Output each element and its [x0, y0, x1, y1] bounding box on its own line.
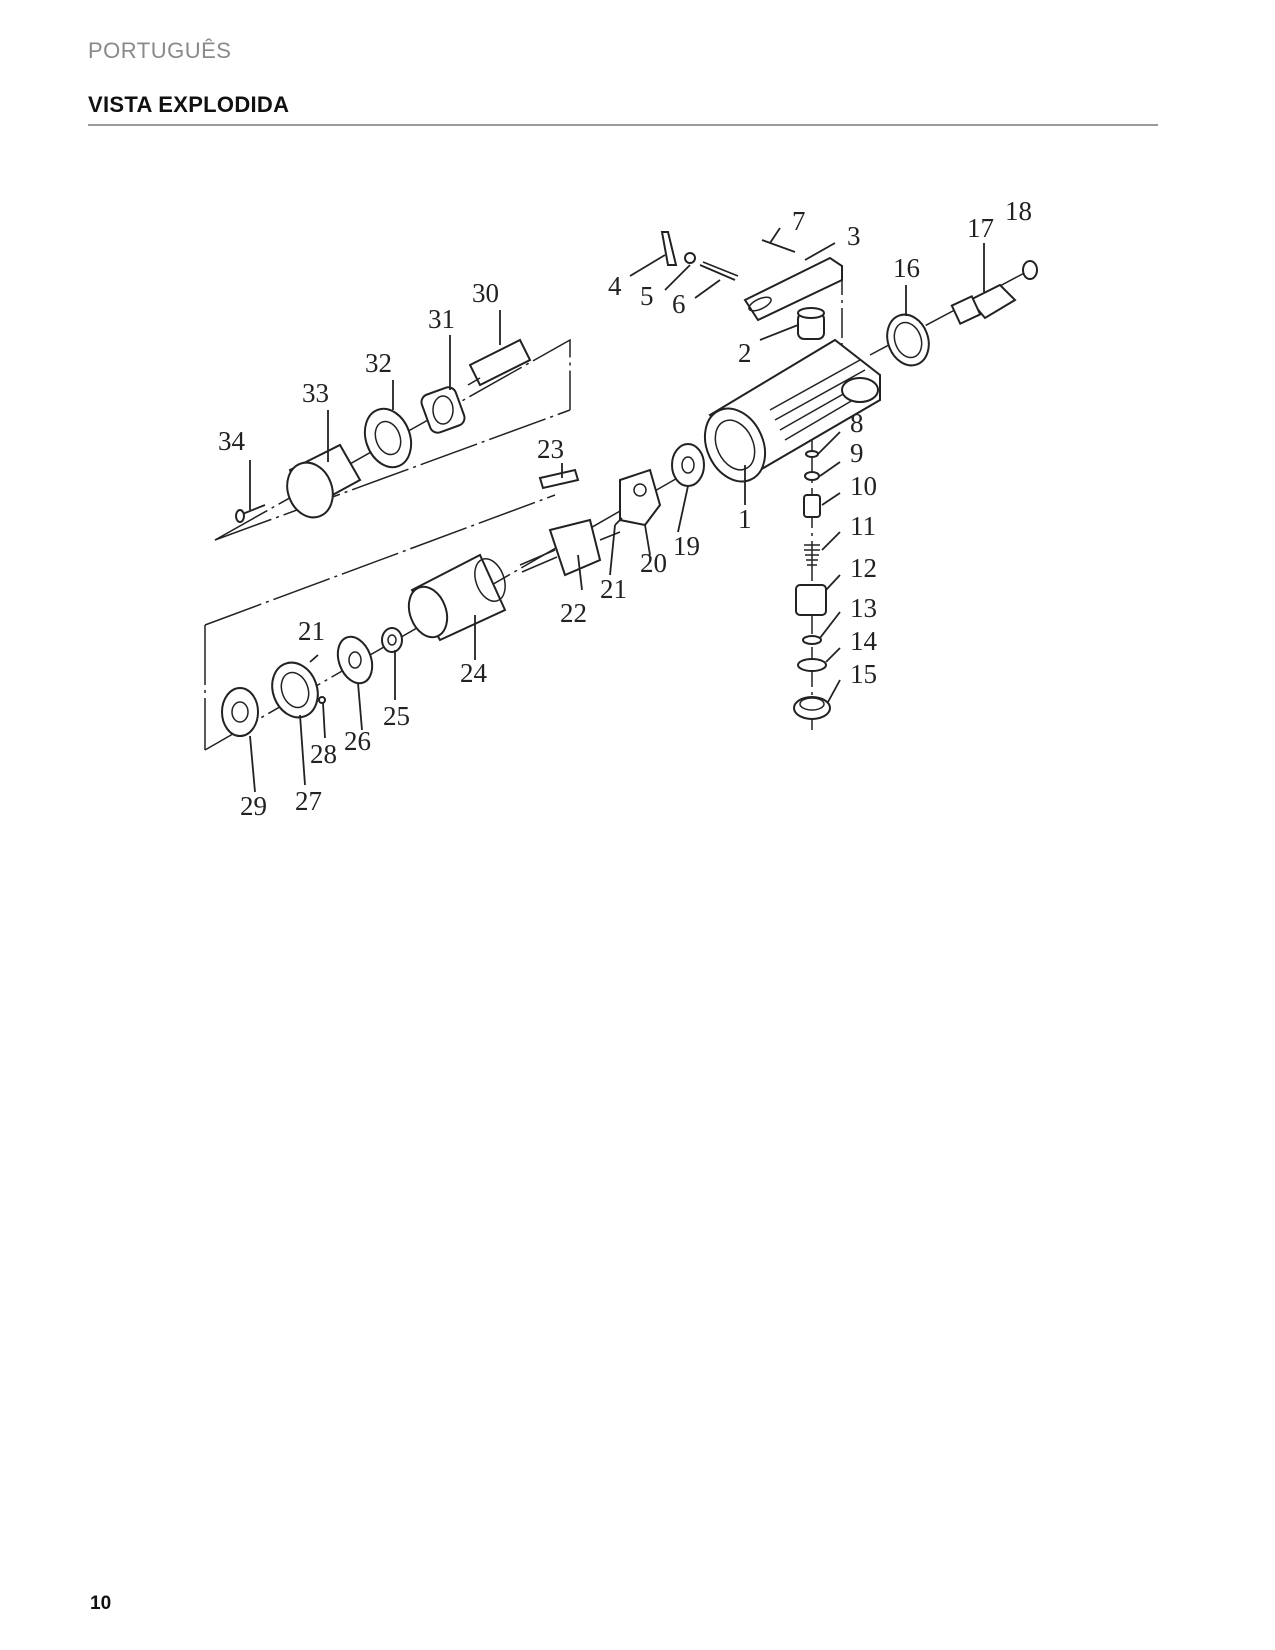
callout-2: 2 — [738, 338, 752, 368]
front-bearing-part — [221, 687, 259, 737]
callout-15: 15 — [850, 659, 877, 689]
inlet-fitting-part — [950, 283, 1017, 326]
cylinder-part — [407, 553, 507, 642]
ring-gear-part — [271, 661, 319, 719]
chuck-screw-part — [235, 504, 266, 523]
callout-8: 8 — [850, 408, 864, 438]
callout-20: 20 — [640, 548, 667, 578]
page-number: 10 — [90, 1593, 112, 1614]
callout-1: 1 — [738, 504, 752, 534]
page-title: VISTA EXPLODIDA — [88, 92, 290, 117]
callout-12: 12 — [850, 553, 877, 583]
pin-part — [318, 696, 326, 704]
pin-part — [761, 239, 796, 253]
callout-29: 29 — [240, 791, 267, 821]
end-plate-part — [619, 468, 662, 527]
spindle-nut-part — [420, 386, 466, 434]
callout-6: 6 — [672, 289, 686, 319]
callout-30: 30 — [472, 278, 499, 308]
inlet-ring-part — [886, 313, 930, 367]
callout-9: 9 — [850, 438, 864, 468]
callout-34: 34 — [218, 426, 246, 456]
callout-18: 18 — [1005, 196, 1032, 226]
latch-part — [660, 231, 739, 281]
rotor-part — [519, 518, 621, 577]
callout-17: 17 — [967, 213, 994, 243]
callout-4: 4 — [608, 271, 622, 301]
callout-32: 32 — [365, 348, 392, 378]
callout-21-lower: 21 — [298, 616, 325, 646]
dowel-pin-part — [614, 517, 623, 526]
callout-33: 33 — [302, 378, 329, 408]
lever-part — [743, 256, 843, 322]
leader-lines — [249, 227, 985, 793]
front-plate-part — [336, 635, 374, 685]
chuck-ring-part — [363, 407, 413, 469]
callout-21-upper: 21 — [600, 574, 627, 604]
callout-7: 7 — [792, 206, 806, 236]
callout-3: 3 — [847, 221, 861, 251]
callout-31: 31 — [428, 304, 455, 334]
part-drawings — [221, 231, 1038, 737]
callout-24: 24 — [460, 658, 488, 688]
rotor-bearing-part — [671, 443, 705, 487]
callout-10: 10 — [850, 471, 877, 501]
header-divider — [88, 124, 1158, 126]
callout-26: 26 — [344, 726, 371, 756]
callout-23: 23 — [537, 434, 564, 464]
valve-cap-part — [797, 307, 825, 340]
callout-5: 5 — [640, 281, 654, 311]
language-label: PORTUGUÊS — [88, 38, 232, 63]
callout-14: 14 — [850, 626, 878, 656]
small-bearing-part — [381, 627, 403, 653]
callout-labels: 1 2 3 4 5 6 7 8 9 10 11 12 13 14 15 16 1… — [218, 196, 1032, 821]
valve-stack-part — [793, 450, 831, 720]
callout-16: 16 — [893, 253, 920, 283]
spindle-part — [467, 338, 532, 387]
inlet-cap-part — [1022, 260, 1038, 280]
callout-28: 28 — [310, 739, 337, 769]
callout-13: 13 — [850, 593, 877, 623]
callout-25: 25 — [383, 701, 410, 731]
dowel-pin-part — [309, 654, 319, 663]
housing-part — [703, 338, 881, 483]
callout-19: 19 — [673, 531, 700, 561]
callout-11: 11 — [850, 511, 876, 541]
callout-27: 27 — [295, 786, 322, 816]
vane-part — [538, 468, 580, 490]
callout-22: 22 — [560, 598, 587, 628]
chuck-part — [286, 443, 362, 519]
